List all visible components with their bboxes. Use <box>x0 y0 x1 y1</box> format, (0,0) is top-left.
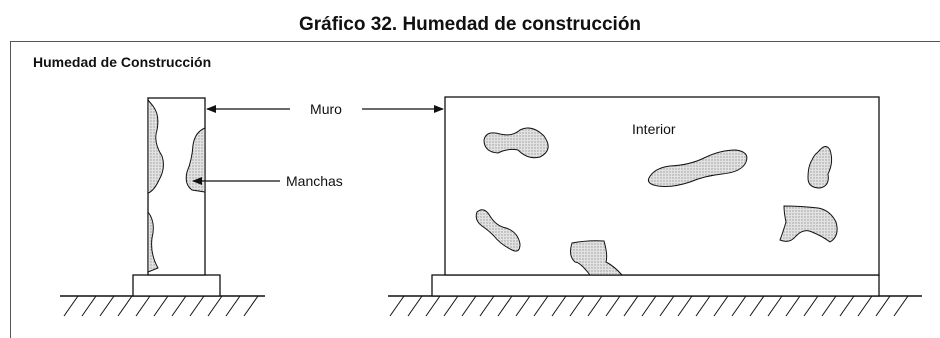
stain-section-left-top <box>147 98 164 194</box>
diagram-panel: Humedad de Construcción <box>10 41 940 338</box>
ground-right <box>388 295 922 317</box>
stain-3 <box>807 146 833 189</box>
wall-label: Muro <box>310 101 342 117</box>
stain-6 <box>570 240 624 276</box>
wall-elevation-footing <box>431 274 880 297</box>
stains-label: Manchas <box>286 173 343 189</box>
wall-section-footing <box>132 274 221 297</box>
stain-4 <box>475 209 521 252</box>
stain-5 <box>779 205 838 243</box>
stain-section-right <box>185 127 206 193</box>
figure-title: Gráfico 32. Humedad de construcción <box>298 14 642 35</box>
wall-section <box>132 97 221 297</box>
panel-title: Humedad de Construcción <box>33 54 212 70</box>
stain-2 <box>647 149 748 187</box>
stain-1 <box>483 127 549 159</box>
ground-left <box>60 295 265 317</box>
wall-elevation <box>431 96 880 297</box>
stains-annotation: Manchas <box>192 173 343 189</box>
interior-label: Interior <box>632 121 676 137</box>
wall-annotation: Muro <box>206 101 444 117</box>
stain-section-left-bottom <box>147 210 159 273</box>
